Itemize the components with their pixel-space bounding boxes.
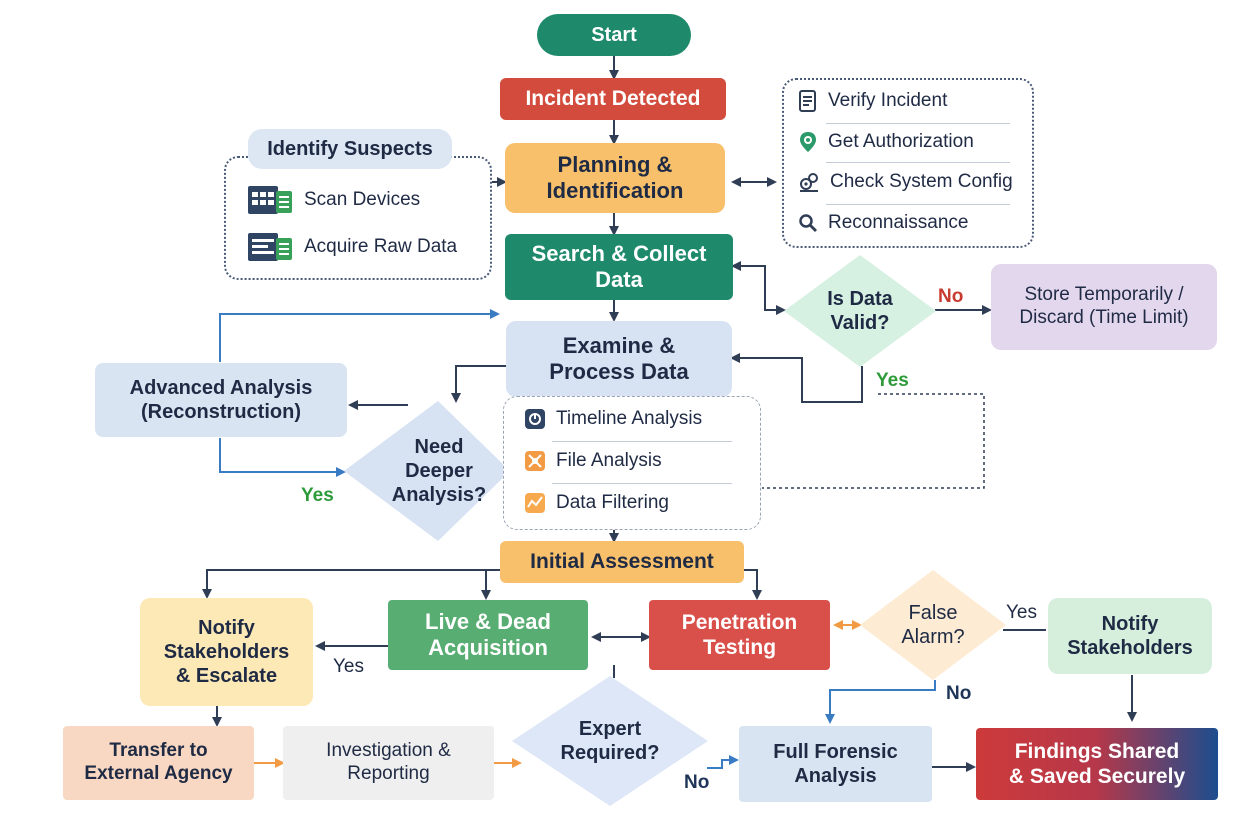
verify-item-authorization: Get Authorization (798, 131, 974, 153)
analysis-tasks-panel (503, 396, 761, 530)
expert-no-label: No (684, 772, 710, 793)
edge-advanced-examine (219, 309, 500, 362)
timeline-icon (524, 408, 546, 430)
deeper-yes-label: Yes (301, 485, 334, 506)
verify-panel (782, 78, 1034, 248)
verify-item-incident: Verify Incident (798, 90, 947, 112)
identify-suspects-title: Identify Suspects (248, 129, 452, 169)
suspect-item-acquire: Acquire Raw Data (248, 230, 457, 264)
config-gears-icon (798, 171, 820, 193)
transfer-agency-node[interactable]: Transfer to External Agency (63, 726, 254, 800)
investigation-reporting-node[interactable]: Investigation & Reporting (283, 726, 494, 800)
verify-item-recon: Reconnaissance (798, 212, 968, 234)
edge-examine-deeper (451, 365, 506, 403)
shield-check-icon (798, 131, 818, 153)
suspect-item-scan: Scan Devices (248, 183, 420, 217)
start-node[interactable]: Start (537, 14, 691, 56)
edge-search-valid (731, 261, 786, 315)
suspect-item-scan-label: Scan Devices (304, 189, 421, 210)
false-alarm-yes-label: Yes (1006, 602, 1037, 623)
verify-divider-3 (826, 204, 1010, 205)
false-alarm-decision[interactable]: False Alarm? (860, 570, 1006, 680)
analysis-item-file: File Analysis (524, 450, 662, 472)
notify-escalate-node[interactable]: Notify Stakeholders & Escalate (140, 598, 313, 706)
live-dead-acquisition-node[interactable]: Live & Dead Acquisition (388, 600, 588, 670)
data-filtering-label: Data Filtering (556, 492, 669, 513)
edge-expert-forensic (707, 755, 739, 769)
verify-divider-1 (826, 123, 1010, 124)
data-valid-yes-label: Yes (876, 370, 909, 391)
verify-config-label: Check System Config (830, 171, 1013, 192)
expert-required-decision[interactable]: Expert Required? (512, 676, 708, 806)
analysis-divider-2 (552, 483, 732, 484)
edge-assessment-notify (202, 569, 500, 599)
incident-detected-node[interactable]: Incident Detected (500, 78, 726, 120)
data-valid-text: Is Data Valid? (827, 288, 893, 334)
search-icon (798, 213, 818, 233)
full-forensic-node[interactable]: Full Forensic Analysis (739, 726, 932, 802)
false-alarm-text: False Alarm? (901, 602, 965, 648)
need-deeper-text: Need Deeper Analysis? (391, 436, 487, 506)
false-alarm-no-label: No (946, 683, 972, 704)
analysis-item-timeline: Timeline Analysis (524, 408, 702, 430)
need-deeper-decision[interactable]: Need Deeper Analysis? (344, 401, 510, 541)
timeline-label: Timeline Analysis (556, 408, 703, 429)
document-icon (798, 90, 818, 112)
file-analysis-icon (524, 450, 546, 472)
advanced-analysis-node[interactable]: Advanced Analysis (Reconstruction) (95, 363, 347, 437)
edge-falsealarm-forensic (825, 680, 936, 724)
raw-data-icon (248, 230, 294, 264)
planning-identification-node[interactable]: Planning & Identification (505, 143, 725, 213)
analysis-item-filter: Data Filtering (524, 492, 669, 514)
data-filter-icon (524, 492, 546, 514)
data-valid-decision[interactable]: Is Data Valid? (784, 255, 936, 367)
findings-shared-node[interactable]: Findings Shared & Saved Securely (976, 728, 1218, 800)
verify-authorization-label: Get Authorization (828, 131, 974, 152)
search-collect-node[interactable]: Search & Collect Data (505, 234, 733, 300)
file-analysis-label: File Analysis (556, 450, 662, 471)
edge-advanced-deeper (219, 438, 346, 477)
edge-valid-analysis-dotted (762, 393, 985, 489)
edge-assessment-pen (744, 569, 762, 600)
verify-incident-label: Verify Incident (828, 90, 948, 111)
initial-assessment-node[interactable]: Initial Assessment (500, 541, 744, 583)
store-temporarily-node[interactable]: Store Temporarily / Discard (Time Limit) (991, 264, 1217, 350)
expert-required-text: Expert Required? (560, 718, 660, 764)
notify-yes-label: Yes (333, 656, 364, 677)
penetration-testing-node[interactable]: Penetration Testing (649, 600, 830, 670)
verify-recon-label: Reconnaissance (828, 212, 969, 233)
notify-stakeholders-node[interactable]: Notify Stakeholders (1048, 598, 1212, 674)
device-scan-icon (248, 183, 294, 217)
suspect-item-acquire-label: Acquire Raw Data (304, 236, 458, 257)
analysis-divider-1 (552, 441, 732, 442)
verify-item-config: Check System Config (798, 171, 1013, 193)
data-valid-no-label: No (938, 286, 964, 307)
verify-divider-2 (826, 162, 1010, 163)
examine-process-node[interactable]: Examine & Process Data (506, 321, 732, 397)
